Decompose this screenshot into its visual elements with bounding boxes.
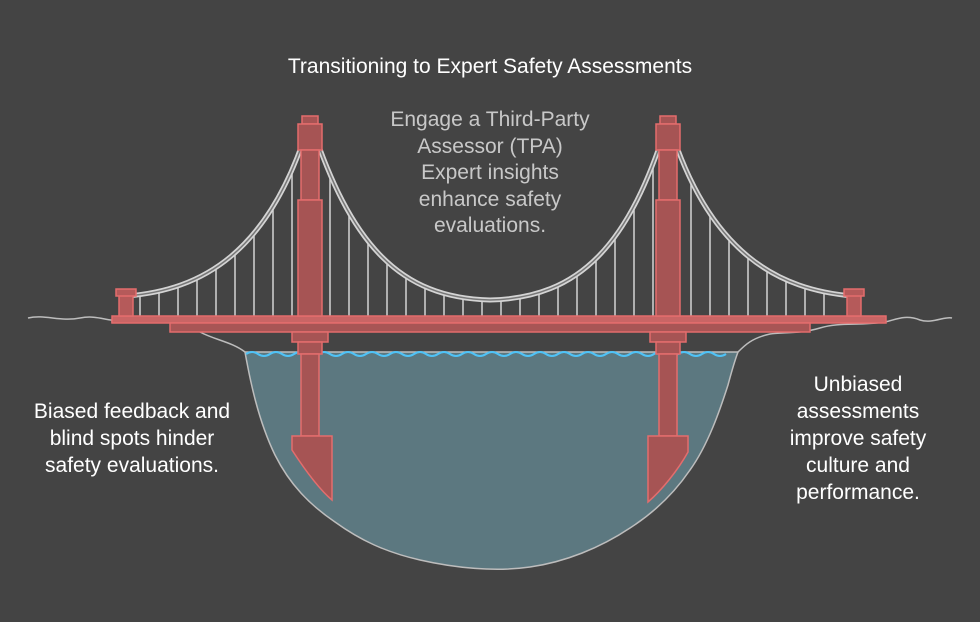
left-bank-line: Biased feedback and bbox=[33, 400, 231, 423]
bridge-caption-line: evaluations. bbox=[433, 214, 547, 237]
suspender-cables bbox=[139, 165, 825, 316]
left-bank-line: safety evaluations. bbox=[45, 454, 219, 477]
end-pier-left bbox=[115, 288, 137, 317]
right-bank-line: Unbiased bbox=[813, 373, 903, 396]
water-basin bbox=[244, 351, 740, 570]
right-bank-line: performance. bbox=[796, 481, 920, 504]
tower-right bbox=[647, 115, 689, 504]
end-pier-right bbox=[843, 288, 865, 317]
bridge-label: Engage a Third-Party Assessor (TPA) Expe… bbox=[340, 107, 640, 240]
water-surface bbox=[245, 351, 727, 357]
main-cable-core bbox=[126, 119, 854, 301]
right-bank-description: Unbiased assessments improve safety cult… bbox=[740, 371, 976, 506]
right-bank-line: culture and bbox=[806, 454, 910, 477]
right-bank-line: assessments bbox=[796, 400, 920, 423]
right-bank-line: improve safety bbox=[789, 427, 927, 450]
left-bank-line: blind spots hinder bbox=[49, 427, 215, 450]
main-cable-right bbox=[665, 119, 854, 299]
bridge-caption-line: Expert insights bbox=[421, 161, 559, 184]
bridge-deck bbox=[111, 315, 887, 333]
diagram-title: Transitioning to Expert Safety Assessmen… bbox=[287, 55, 693, 78]
main-cable-left bbox=[126, 119, 313, 299]
tower-left bbox=[291, 115, 333, 502]
bridge-caption-line: enhance safety bbox=[418, 187, 562, 211]
bridge-heading-line: Engage a Third-Party bbox=[390, 108, 590, 131]
bridge-heading-line: Assessor (TPA) bbox=[417, 134, 563, 158]
left-bank-description: Biased feedback and blind spots hinder s… bbox=[14, 398, 250, 479]
